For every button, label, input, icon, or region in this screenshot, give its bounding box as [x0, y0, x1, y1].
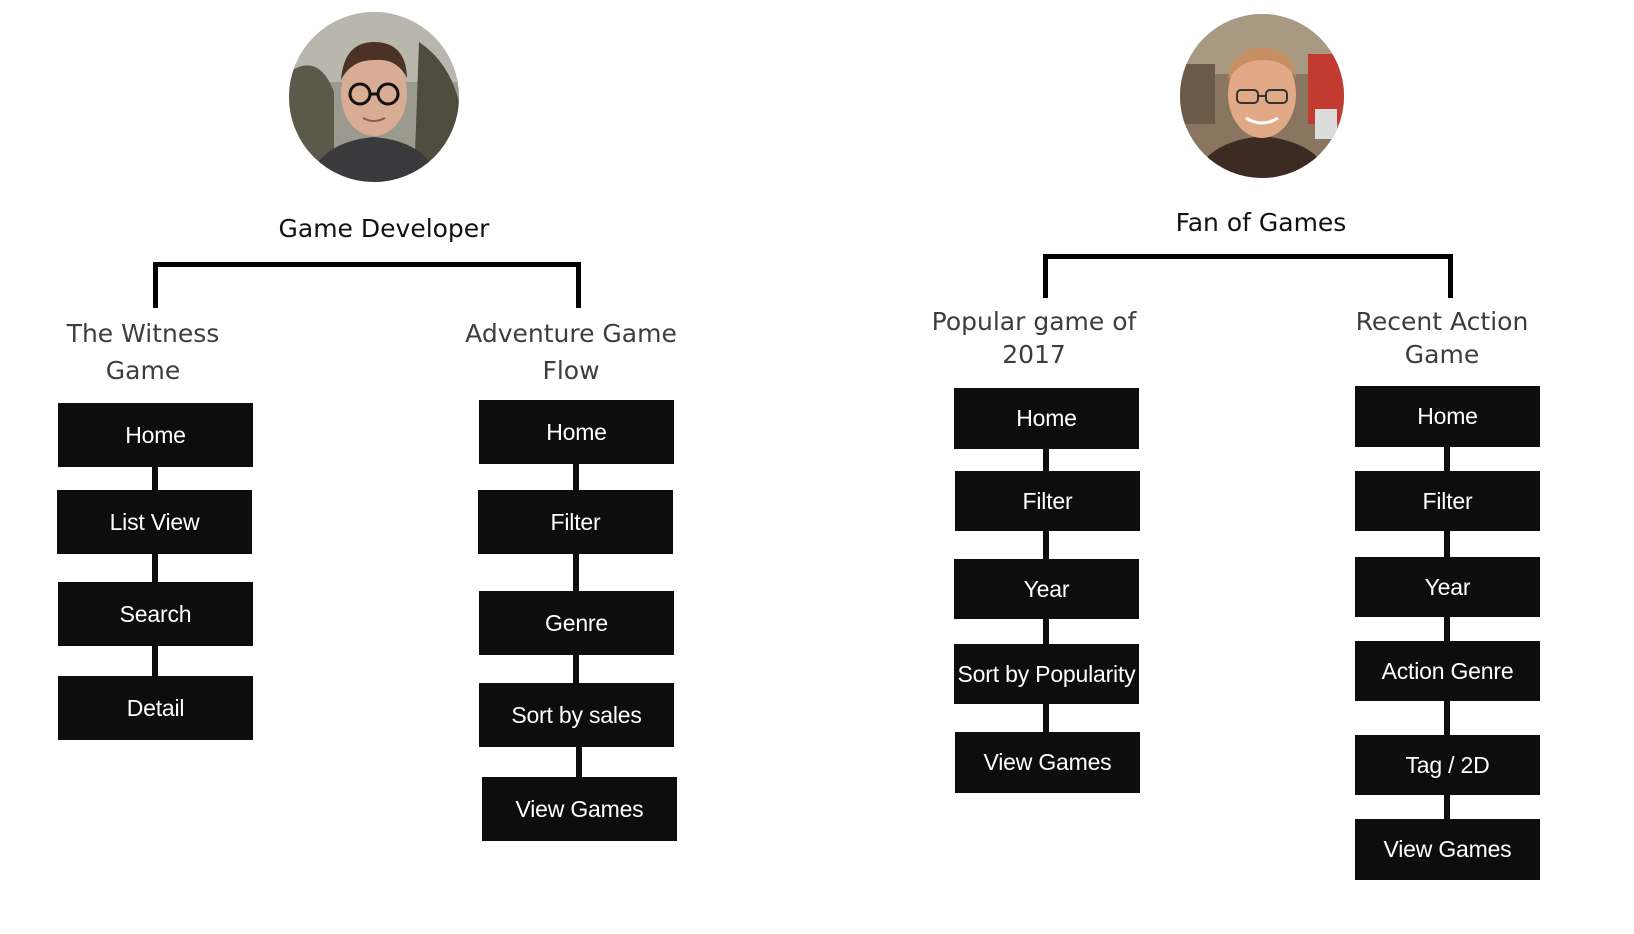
flow-step-filter: Filter — [955, 471, 1140, 531]
person-photo-icon — [289, 12, 459, 182]
step-connector — [152, 554, 158, 582]
flow-title-line: Game — [1404, 340, 1480, 369]
flow-title-line: Flow — [542, 356, 600, 385]
step-connector — [152, 467, 158, 490]
flow-title-line: Adventure Game — [465, 319, 677, 348]
step-connector — [573, 655, 579, 683]
flow-step-year: Year — [1355, 557, 1540, 617]
step-connector — [1444, 617, 1450, 641]
flow-step-sort-by-popularity: Sort by Popularity — [954, 644, 1139, 704]
persona-branch-connector — [1043, 254, 1453, 298]
flow-step-home: Home — [1355, 386, 1540, 447]
flow-title-the-witness-game: The Witness Game — [33, 315, 253, 389]
flow-title-adventure-game-flow: Adventure Game Flow — [446, 315, 696, 389]
flow-step-home: Home — [954, 388, 1139, 449]
flow-step-view-games: View Games — [955, 732, 1140, 793]
flow-step-view-games: View Games — [482, 777, 677, 841]
step-connector — [1043, 704, 1049, 732]
step-connector — [1043, 619, 1049, 644]
flow-title-line: The Witness — [66, 319, 220, 348]
flow-step-home: Home — [58, 403, 253, 467]
step-connector — [573, 554, 579, 591]
flow-step-home: Home — [479, 400, 674, 464]
flow-step-detail: Detail — [58, 676, 253, 740]
flow-title-recent-action-game: Recent Action Game — [1337, 305, 1547, 371]
flow-step-year: Year — [954, 559, 1139, 619]
persona-title-game-developer: Game Developer — [278, 214, 490, 243]
person-photo-icon — [1180, 14, 1344, 178]
step-connector — [576, 747, 582, 777]
flow-step-search: Search — [58, 582, 253, 646]
step-connector — [1444, 795, 1450, 819]
step-connector — [1043, 531, 1049, 559]
flow-title-line: Recent Action — [1355, 307, 1529, 336]
flow-step-genre: Genre — [479, 591, 674, 655]
step-connector — [1444, 701, 1450, 735]
flow-step-filter: Filter — [1355, 471, 1540, 531]
persona-title-fan-of-games: Fan of Games — [1175, 208, 1347, 237]
flow-step-filter: Filter — [478, 490, 673, 554]
flow-step-action-genre: Action Genre — [1355, 641, 1540, 701]
flow-title-line: Popular game of — [931, 307, 1137, 336]
flow-step-view-games: View Games — [1355, 819, 1540, 880]
step-connector — [1043, 449, 1049, 471]
step-connector — [152, 646, 158, 676]
flow-step-sort-by-sales: Sort by sales — [479, 683, 674, 747]
flow-step-list-view: List View — [57, 490, 252, 554]
game-developer-avatar — [289, 12, 459, 182]
flow-title-line: 2017 — [1002, 340, 1066, 369]
step-connector — [1444, 447, 1450, 471]
step-connector — [1444, 531, 1450, 557]
flow-step-tag-2d: Tag / 2D — [1355, 735, 1540, 795]
step-connector — [573, 464, 579, 490]
fan-of-games-avatar — [1180, 14, 1344, 178]
persona-branch-connector — [153, 262, 581, 308]
flow-title-popular-game-of-2017: Popular game of 2017 — [919, 305, 1149, 371]
flow-title-line: Game — [105, 356, 181, 385]
